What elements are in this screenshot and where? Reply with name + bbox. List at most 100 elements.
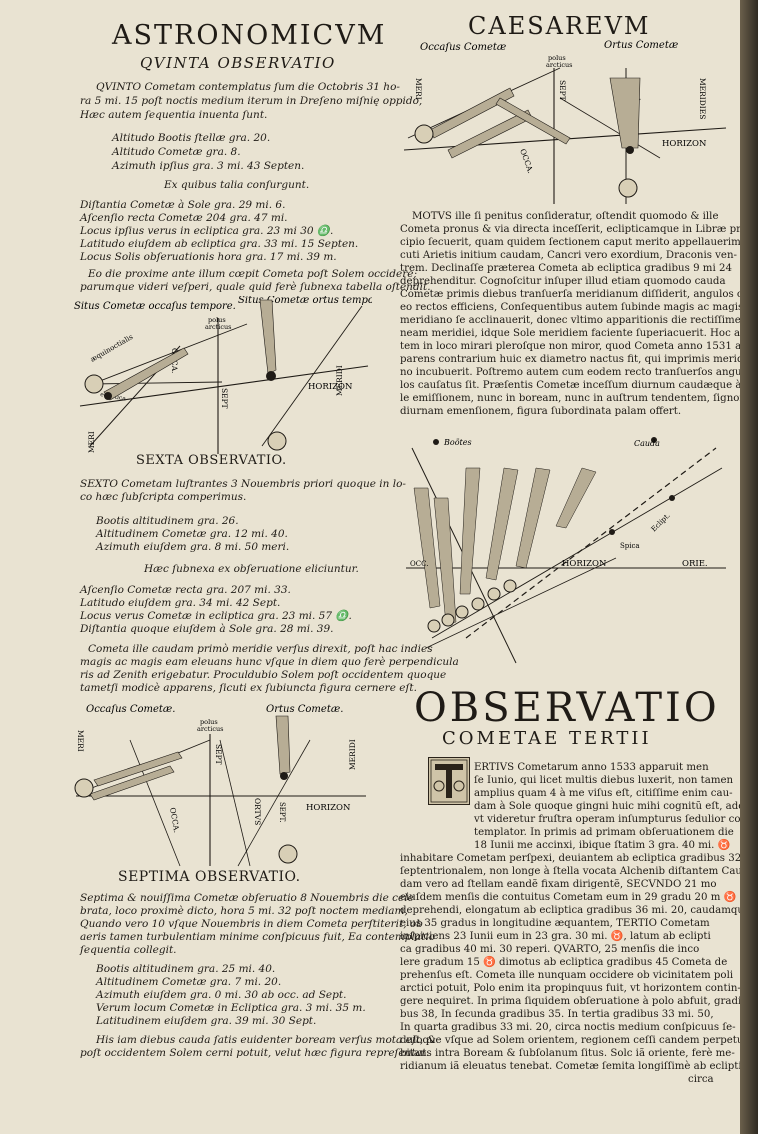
result-2-line-3: Locus verus Cometæ in ecliptica gra. 23 … [80,610,352,622]
fig3-occasus: Occaſus Cometæ [420,42,506,53]
intro-line-2: ra 5 mi. 15 poſt noctis medium iterum in… [80,95,423,107]
tertius-line-12: gere nequiret. In prima ſiquidem obſerua… [400,996,740,1007]
motus-line-3: cipio ſecuerit, quam quidem ſectionem ca… [400,237,740,248]
septima-intro-1: Septima & nouiſſima Cometæ obſeruatio 8 … [80,892,414,904]
fig1-polus: polus [208,316,226,324]
star-icon [609,529,615,535]
fig3-meri: MERI [414,78,423,100]
sun-icon [267,431,287,451]
star-icon [669,495,675,501]
measure-2-line-2: Altitudinem Cometæ gra. 12 mi. 40. [96,528,288,540]
result-1-line-5: Locus Solis obſeruationis hora gra. 17 m… [80,251,337,263]
sun-icon [427,619,441,633]
comet-head-icon [280,772,288,780]
comet-head-icon [626,146,634,154]
fig2-arcticus: arcticus [197,725,223,733]
septima-intro-4: aeris tamen turbulentiam minime conſpicu… [80,931,436,943]
fig3-polus: polus [548,54,566,62]
tertius-first-line-4: dam à Sole quoque gingni huic mihi cogni… [474,801,740,812]
fig4-spica: Spica [620,542,640,550]
tertius-line-5: deprehendi, elongatum ab ecliptica gradi… [400,905,740,916]
motus-line-12: parens contrarium huic ex diametro nactu… [400,354,740,365]
tertius-first-line-5: vt videretur fruſtra operam inſumpturus … [474,814,740,825]
fig1-situs-ortus: Situs Cometæ ortus tempore. [238,296,372,306]
measure-3-line-2: Altitudinem Cometæ gra. 7 mi. 20. [96,976,282,988]
sun-icon [84,374,104,394]
fig4-bootes: Boötes [443,438,472,447]
intro-line-1: QVINTO Cometam contemplatus ſum die Octo… [96,81,400,93]
book-edge [740,0,758,1134]
measure-1-line-1: Altitudo Bootis ſtellæ gra. 20. [112,132,271,144]
fig1-meri: MERI [87,431,96,453]
result-1-line-3: Locus ipſius verus in ecliptica gra. 23 … [80,225,334,237]
fig2-meridi: MERIDI [348,739,357,770]
fig2-ortus-v: ORTVS [253,798,262,825]
fig4-ecliptica: Eclipt. [650,511,672,533]
tertius-line-6: eius 35 gradus in longitudine æquantem, … [400,918,710,929]
motus-line-16: diurnam emenſionem, figura ſubordinata p… [400,406,682,417]
measure-2-line-3: Azimuth eiuſdem gra. 8 mi. 50 meri. [96,541,290,553]
fig1-meridi: MERIDI [335,365,344,396]
closing-line-1: His iam diebus cauda ſatis euidenter bor… [96,1034,436,1046]
septima-intro-3: Quando vero 10 vſque Nouembris in diem C… [80,918,423,930]
fig4-occ: OCC. [410,560,428,568]
measure-3-line-1: Bootis altitudinem gra. 25 mi. 40. [96,963,276,975]
fig1-horizon: HORIZON [308,382,353,392]
eo-die-line-2: parumque videri veſperi, quale quid ferè… [80,281,431,293]
fig4-orie: ORIE. [682,559,708,569]
tertius-first-line-1: ERTIVS Cometarum anno 1533 apparuit men [474,762,709,773]
motus-line-1: MOTVS ille ſi penitus conſideratur, oſte… [412,211,719,222]
fig4-horizon: HORIZON [562,559,607,569]
sun-icon [441,613,455,627]
comet-head-icon [266,371,276,381]
sexta-intro-1: SEXTO Cometam luſtrantes 3 Nouembris pri… [80,478,406,490]
fig2-horizon: HORIZON [306,803,351,813]
motus-line-6: deprehenditur. Cognoſcitur inſuper illud… [400,276,726,287]
motus-line-8: eo rectos efficiens, Conſequentibus aute… [400,302,740,313]
book-page: ASTRONOMICVM QVINTA OBSERVATIO QVINTO Co… [0,0,740,1134]
fig4-cauda: Cauda [634,439,660,448]
measure-1-line-2: Altitudo Cometæ gra. 8. [112,146,241,158]
fig1-aequinoctialis: æquinoctialis [89,333,135,364]
measure-3-line-5: Latitudinem eiuſdem gra. 39 mi. 30 Sept. [96,1015,317,1027]
fig2-sept: SEPT [214,744,223,765]
fig2-polus: polus [200,718,218,726]
sexta-heading: SEXTA OBSERVATIO. [136,453,287,468]
haec-subnexa: Hæc ſubnexa ex obſeruatione eliciuntur. [144,563,359,575]
closing-line-2: poſt occidentem Solem cerni potuit, velu… [80,1047,430,1059]
page-title-right: CAESAREVM [468,12,651,40]
tertius-line-13: bus 38, In ſecunda gradibus 35. In terti… [400,1009,714,1020]
figure-caesareum: Occaſus Cometæ Ortus Cometæ polus arctic… [400,38,730,206]
result-1-line-1: Diſtantia Cometæ à Sole gra. 29 mi. 6. [80,199,286,211]
fig2-ortus: Ortus Cometæ. [266,704,343,715]
result-1-line-4: Latitudo eiuſdem ab ecliptica gra. 33 mi… [80,238,359,250]
figure-sexta: Occaſus Cometæ. Ortus Cometæ. polus arct… [70,700,370,868]
motus-line-2: Cometa pronus & via directa inceſſerit, … [400,224,740,235]
motus-line-11: tem in loco mirari pleroſque non miror, … [400,341,740,352]
star-icon [651,437,657,443]
motus-line-7: Cometæ primis diebus tranſuerſa meridian… [400,289,740,300]
intro-line-3: Hæc autem ſequentia inuenta ſunt. [80,109,268,121]
tertius-line-16: bitans intra Boream & ſubſolanum ſitus. … [400,1048,735,1059]
quinta-heading: QVINTA OBSERVATIO [140,54,336,72]
tertius-line-2: ſeptentrionalem, non longe à ſtella voca… [400,866,740,877]
tertius-line-10: prehenſus eſt. Cometa ille nunquam occid… [400,970,734,981]
fig2-meri: MERI [76,730,85,752]
cometa-ille-2: magis ac magis eam eleuans hunc vſque in… [80,656,459,668]
tertius-line-17: ridianum iã eleuatus tenebat. Cometæ ſem… [400,1061,740,1072]
septima-intro-5: ſequentia collegit. [80,944,177,956]
fig1-situs-occasus: Situs Cometæ occaſus tempore. [74,301,236,312]
cometa-ille-3: ris ad Zenith erigebatur. Proculdubio So… [80,669,447,681]
fig2-occa: OCCA. [168,807,181,834]
sun-icon [618,178,638,198]
cometa-ille-1: Cometa ille caudam primò meridie verſus … [88,643,433,655]
result-1-line-2: Aſcenſio recta Cometæ 204 gra. 47 mi. [80,212,288,224]
fig1-sept: SEPT [220,388,229,409]
catchword: circa [688,1074,714,1085]
comet-head-icon [104,392,112,400]
tertius-line-11: arctici potuit, Polo enim ita propinquus… [400,983,740,994]
fig3-meridies: MERIDIES [698,78,707,119]
septima-heading: SEPTIMA OBSERVATIO. [118,869,301,885]
sun-icon [414,124,434,144]
cometae-tertii-heading: COMETAE TERTII [442,728,652,749]
